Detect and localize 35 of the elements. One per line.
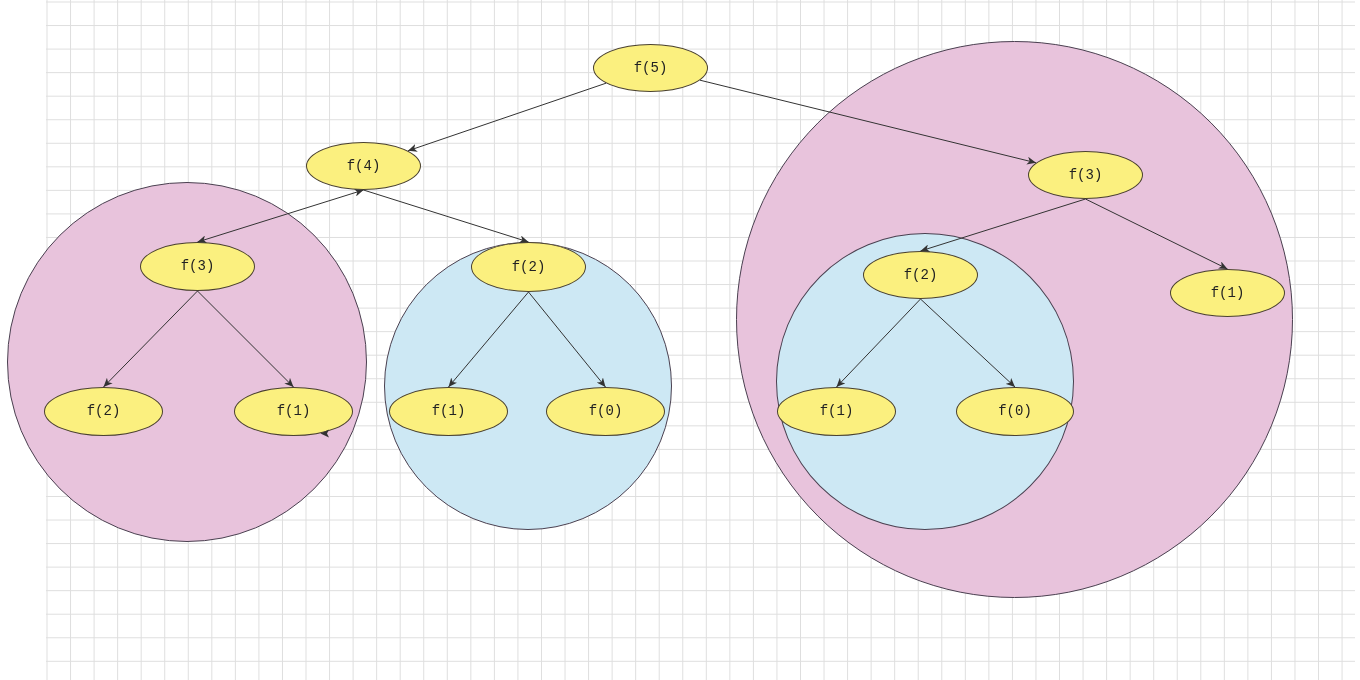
ellipse-node — [593, 44, 708, 92]
double-arrow — [197, 188, 364, 244]
ellipse-node — [1028, 151, 1143, 199]
node-label: f(4) — [346, 157, 381, 175]
arrow — [836, 298, 921, 388]
arrow — [448, 291, 529, 388]
ellipse-node — [234, 387, 353, 436]
node-label: f(0) — [998, 403, 1032, 420]
node-label: f(3) — [180, 258, 215, 275]
node-label: f(1) — [819, 403, 854, 420]
arrow — [197, 290, 294, 388]
node-label: f(0) — [588, 403, 623, 420]
arrow — [528, 291, 606, 388]
arrow — [699, 79, 1037, 165]
ellipse-node — [546, 387, 665, 436]
node-label: f(5) — [633, 59, 668, 77]
ellipse-node — [1170, 269, 1285, 317]
ellipse-node — [956, 387, 1074, 436]
ellipse-node — [471, 242, 586, 292]
ellipse-node — [777, 387, 896, 436]
arrow — [920, 198, 1086, 253]
node-label: f(2) — [86, 403, 121, 420]
node-label: f(1) — [431, 403, 466, 420]
arrow — [363, 189, 529, 244]
node-label: f(1) — [1210, 284, 1245, 302]
arrow — [920, 298, 1016, 388]
node-label: f(3) — [1068, 166, 1103, 184]
arrow — [407, 82, 607, 152]
arrow — [103, 290, 198, 388]
node-label: f(2) — [511, 258, 546, 276]
ellipse-node — [306, 142, 421, 190]
node-label: f(1) — [276, 403, 311, 420]
arrow — [1085, 198, 1228, 270]
node-label: f(2) — [903, 266, 938, 284]
ellipse-node — [389, 387, 508, 436]
